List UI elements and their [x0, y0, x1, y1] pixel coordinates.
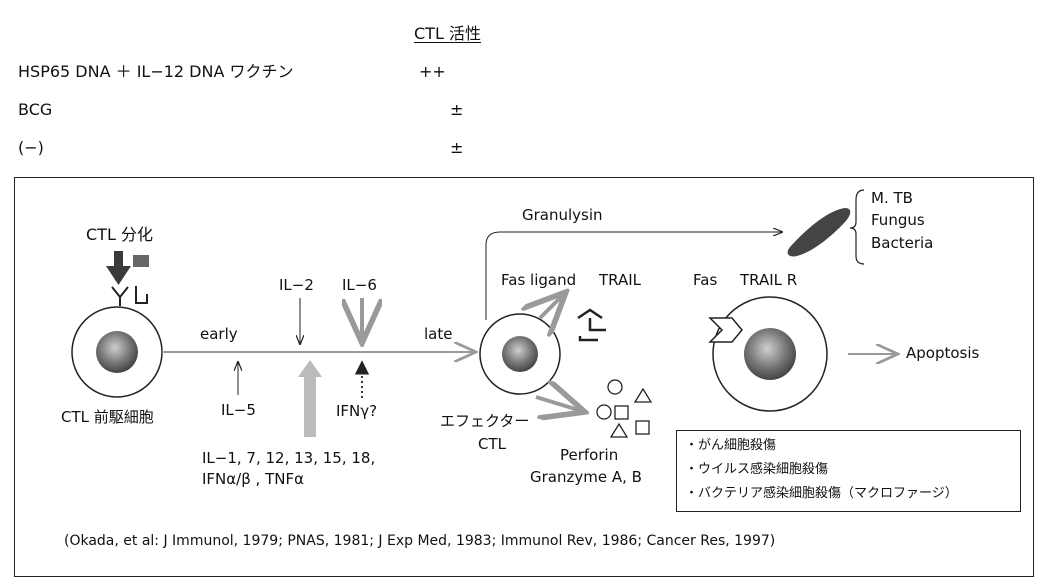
ifng-label: IFNγ?: [336, 404, 377, 419]
il5-label: IL−5: [221, 403, 256, 418]
fas-label: Fas: [693, 273, 717, 288]
function-item: ・バクテリア感染細胞殺傷（マクロファージ）: [685, 487, 958, 500]
cytokines-label-line2: IFNα/β , TNFα: [202, 472, 304, 487]
cytokines-arrow: [298, 360, 322, 437]
function-item: ・がん細胞殺傷: [685, 439, 776, 452]
perforin-label: Perforin: [560, 448, 618, 463]
apoptosis-label: Apoptosis: [906, 346, 979, 361]
function-item: ・ウイルス感染細胞殺傷: [685, 463, 828, 476]
trail-r-label: TRAIL R: [740, 273, 797, 288]
citation: (Okada, et al: J Immunol, 1979; PNAS, 19…: [64, 534, 775, 548]
late-label: late: [424, 327, 452, 342]
granulysin-label: Granulysin: [522, 208, 603, 223]
ctl-precursor-cell: [72, 307, 162, 397]
pathogen-bacteria: Bacteria: [871, 236, 933, 251]
il2-label: IL−2: [279, 278, 314, 293]
effector-ctl-cell: [480, 314, 560, 394]
ctl-differentiation-signal: [106, 251, 149, 306]
effector-label-line2: CTL: [478, 437, 506, 452]
fas-ligand-label: Fas ligand: [501, 273, 576, 288]
pathogen-rod: [788, 208, 851, 256]
fas-ligand-arrow: [540, 292, 566, 318]
cytokines-label-line1: IL−1, 7, 12, 13, 15, 18,: [202, 451, 375, 466]
pathogen-fungus: Fungus: [871, 213, 925, 228]
trail-label: TRAIL: [599, 273, 641, 288]
effector-label-line1: エフェクター: [440, 414, 529, 429]
pathogen-mtb: M. TB: [871, 191, 913, 206]
granzyme-label: Granzyme A, B: [530, 470, 642, 485]
target-cell: [713, 297, 827, 411]
il6-label: IL−6: [342, 278, 377, 293]
fas-ligand-molecule: [578, 310, 606, 340]
perforin-arrow: [536, 397, 585, 412]
ctl-precursor-label: CTL 前駆細胞: [61, 410, 154, 425]
pathogen-bracket: [850, 190, 864, 264]
early-label: early: [200, 327, 238, 342]
ctl-differentiation-label: CTL 分化: [86, 227, 153, 243]
perforin-granzyme-shapes: [597, 380, 651, 437]
